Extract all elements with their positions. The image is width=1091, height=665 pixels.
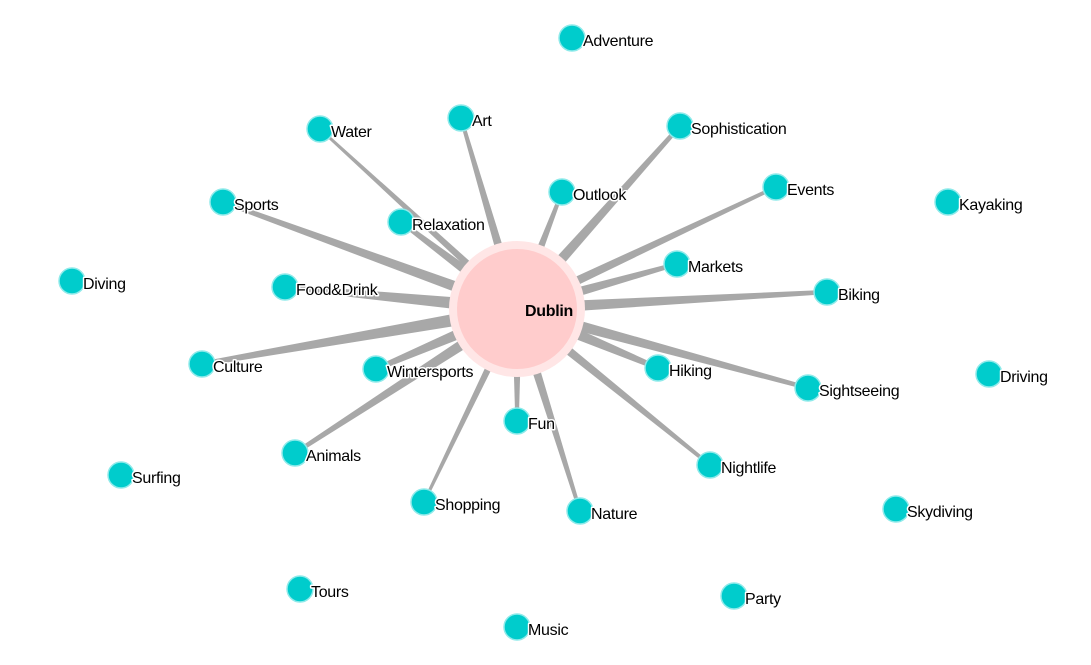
topic-node-label: Relaxation	[412, 217, 485, 234]
edge-dublin-events	[514, 185, 777, 314]
topic-node-circle[interactable]	[644, 354, 672, 382]
topic-node-label: Animals	[306, 448, 361, 465]
topic-node-label: Events	[787, 182, 834, 199]
topic-node-animals[interactable]: Animals	[281, 439, 363, 467]
topic-node-circle[interactable]	[762, 173, 790, 201]
topic-node-label: Art	[472, 113, 492, 130]
topic-node-wintersports[interactable]: Wintersports	[362, 355, 475, 383]
topic-node-music[interactable]: Music	[503, 613, 570, 641]
topic-node-label: Markets	[688, 259, 743, 276]
topic-node-label: Outlook	[573, 187, 627, 204]
topic-node-kayaking[interactable]: Kayaking	[934, 188, 1024, 216]
topic-node-label: Surfing	[132, 470, 181, 487]
topic-node-tours[interactable]: Tours	[286, 575, 351, 603]
topic-node-driving[interactable]: Driving	[975, 360, 1050, 388]
topic-node-circle[interactable]	[271, 273, 299, 301]
topic-node-label: Food&Drink	[296, 282, 379, 299]
topic-node-circle[interactable]	[548, 178, 576, 206]
topic-node-circle[interactable]	[558, 24, 586, 52]
topic-node-outlook[interactable]: Outlook	[548, 178, 629, 206]
topic-node-adventure[interactable]: Adventure	[558, 24, 655, 52]
topic-node-label: Fun	[528, 416, 555, 433]
topic-node-label: Nightlife	[721, 460, 777, 477]
topic-node-circle[interactable]	[696, 451, 724, 479]
topic-node-label: Nature	[591, 506, 638, 523]
topic-node-label: Music	[528, 622, 569, 639]
topic-node-circle[interactable]	[188, 350, 216, 378]
topic-node-label: Diving	[83, 276, 126, 293]
topic-node-sophistication[interactable]: Sophistication	[666, 112, 788, 140]
topic-node-surfing[interactable]: Surfing	[107, 461, 182, 489]
topic-node-circle[interactable]	[666, 112, 694, 140]
center-node-circle[interactable]	[457, 249, 577, 369]
topic-node-skydiving[interactable]: Skydiving	[882, 495, 975, 523]
topic-node-events[interactable]: Events	[762, 173, 836, 201]
topic-node-label: Sports	[234, 197, 279, 214]
topic-node-label: Sightseeing	[819, 383, 899, 400]
edge-dublin-sightseeing	[515, 303, 809, 390]
topic-node-circle[interactable]	[387, 208, 415, 236]
topic-node-label: Shopping	[435, 497, 500, 514]
topic-node-circle[interactable]	[447, 104, 475, 132]
topic-node-label: Adventure	[583, 33, 654, 50]
topic-node-circle[interactable]	[281, 439, 309, 467]
topic-node-circle[interactable]	[720, 582, 748, 610]
topic-node-label: Sophistication	[691, 121, 786, 138]
topic-node-circle[interactable]	[306, 115, 334, 143]
topic-node-label: Wintersports	[387, 364, 473, 381]
topic-node-food-and-drink[interactable]: Food&Drink	[271, 273, 381, 301]
topic-node-circle[interactable]	[58, 267, 86, 295]
topic-node-label: Biking	[838, 287, 880, 304]
topic-node-label: Water	[331, 124, 373, 141]
topic-node-sports[interactable]: Sports	[209, 188, 281, 216]
topic-node-nightlife[interactable]: Nightlife	[696, 451, 778, 479]
edge-dublin-biking	[516, 289, 828, 315]
topic-node-circle[interactable]	[410, 488, 438, 516]
topic-node-circle[interactable]	[503, 613, 531, 641]
topic-node-circle[interactable]	[286, 575, 314, 603]
topic-node-label: Driving	[1000, 369, 1048, 386]
topic-node-circle[interactable]	[794, 374, 822, 402]
edge-dublin-culture	[201, 302, 519, 367]
topic-node-culture[interactable]: Culture	[188, 350, 265, 378]
topic-node-water[interactable]: Water	[306, 115, 374, 143]
topic-node-fun[interactable]: Fun	[503, 407, 556, 435]
topic-node-circle[interactable]	[882, 495, 910, 523]
topic-node-label: Skydiving	[907, 504, 973, 521]
topic-node-circle[interactable]	[107, 461, 135, 489]
topic-node-nature[interactable]: Nature	[566, 497, 639, 525]
topic-node-label: Kayaking	[959, 197, 1022, 214]
topic-node-shopping[interactable]: Shopping	[410, 488, 502, 516]
topic-node-markets[interactable]: Markets	[663, 250, 745, 278]
topic-node-sightseeing[interactable]: Sightseeing	[794, 374, 901, 402]
topic-node-circle[interactable]	[209, 188, 237, 216]
topic-node-art[interactable]: Art	[447, 104, 494, 132]
topic-node-party[interactable]: Party	[720, 582, 783, 610]
topic-node-label: Culture	[213, 359, 263, 376]
topic-node-circle[interactable]	[503, 407, 531, 435]
center-node[interactable]: Dublin	[449, 241, 585, 377]
topic-node-biking[interactable]: Biking	[813, 278, 882, 306]
topic-node-circle[interactable]	[663, 250, 691, 278]
center-node-label: Dublin	[525, 303, 573, 320]
topic-node-circle[interactable]	[934, 188, 962, 216]
topic-node-circle[interactable]	[362, 355, 390, 383]
topic-node-label: Tours	[311, 584, 349, 601]
topic-node-label: Hiking	[669, 363, 712, 380]
topic-node-circle[interactable]	[813, 278, 841, 306]
topic-node-label: Party	[745, 591, 781, 608]
topic-node-relaxation[interactable]: Relaxation	[387, 208, 486, 236]
edge-dublin-sports	[222, 200, 520, 315]
topic-node-circle[interactable]	[975, 360, 1003, 388]
topic-node-hiking[interactable]: Hiking	[644, 354, 713, 382]
topic-node-circle[interactable]	[566, 497, 594, 525]
topic-node-diving[interactable]: Diving	[58, 267, 127, 295]
